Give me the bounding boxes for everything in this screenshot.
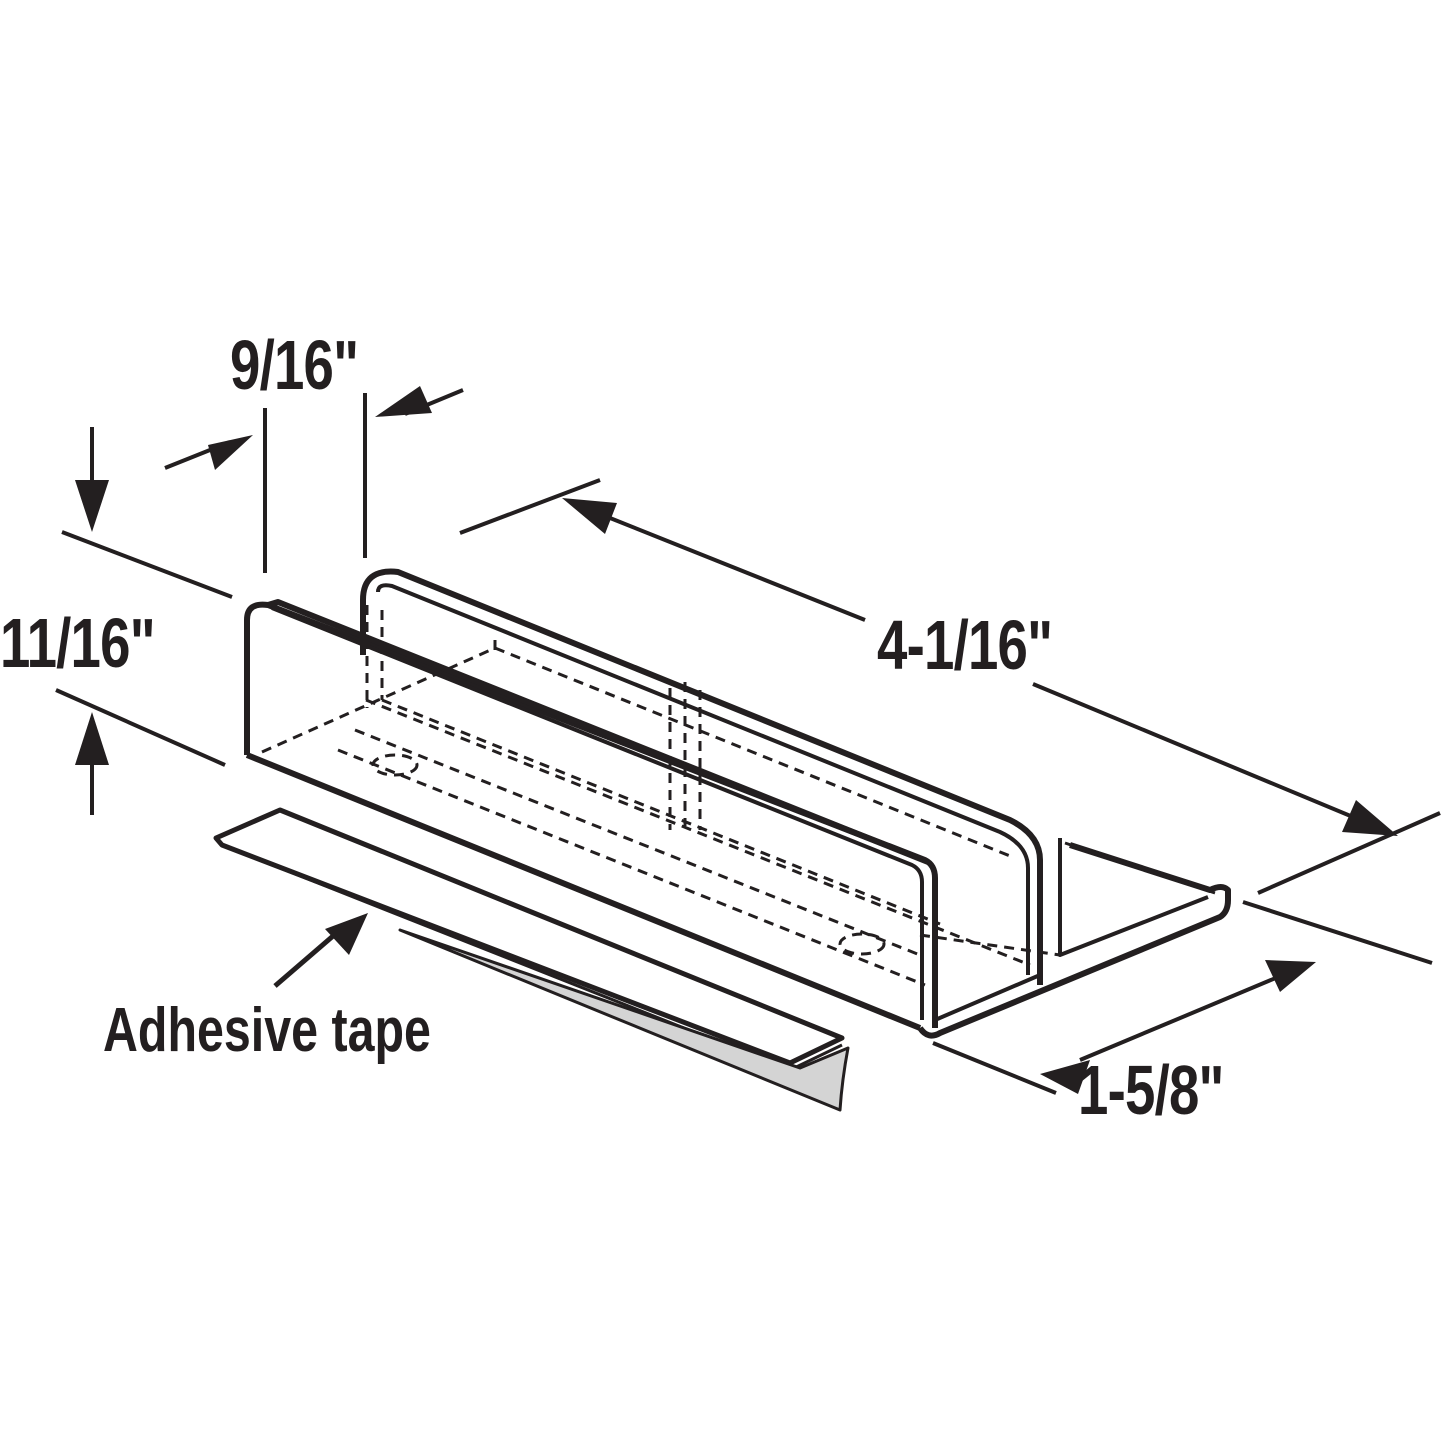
dim-11-16-extension	[55, 427, 233, 815]
adhesive-tape	[213, 807, 850, 1112]
dimension-label-9-16: 9/16"	[230, 326, 359, 404]
arrow-icon	[1040, 1060, 1090, 1094]
dimension-label-4-1-16: 4-1/16"	[877, 606, 1053, 684]
dim-1-5-8-extension	[932, 900, 1433, 1095]
dimension-label-11-16: 11/16"	[0, 604, 156, 682]
hidden-edges	[261, 605, 1061, 987]
channel-back-wall	[360, 568, 1043, 985]
arrow-icon	[1342, 800, 1398, 836]
screw-hole-icon	[838, 932, 886, 956]
dimension-label-1-5-8: 1-5/8"	[1078, 1051, 1224, 1129]
arrow-icon	[208, 435, 253, 470]
channel-base	[917, 838, 1231, 1039]
arrow-icon	[1265, 960, 1316, 992]
adhesive-tape-label: Adhesive tape	[103, 996, 431, 1065]
arrow-icon	[75, 480, 109, 532]
channel-front-wall	[244, 599, 938, 1031]
arrow-icon	[375, 386, 432, 417]
screw-hole-icon	[371, 753, 419, 777]
arrow-icon	[562, 498, 617, 534]
dim-9-16-extension	[164, 388, 464, 573]
arrow-icon	[75, 712, 109, 765]
arrow-icon	[325, 913, 368, 955]
adhesive-pointer	[273, 928, 342, 988]
dim-4-1-16-extension	[459, 478, 1441, 895]
